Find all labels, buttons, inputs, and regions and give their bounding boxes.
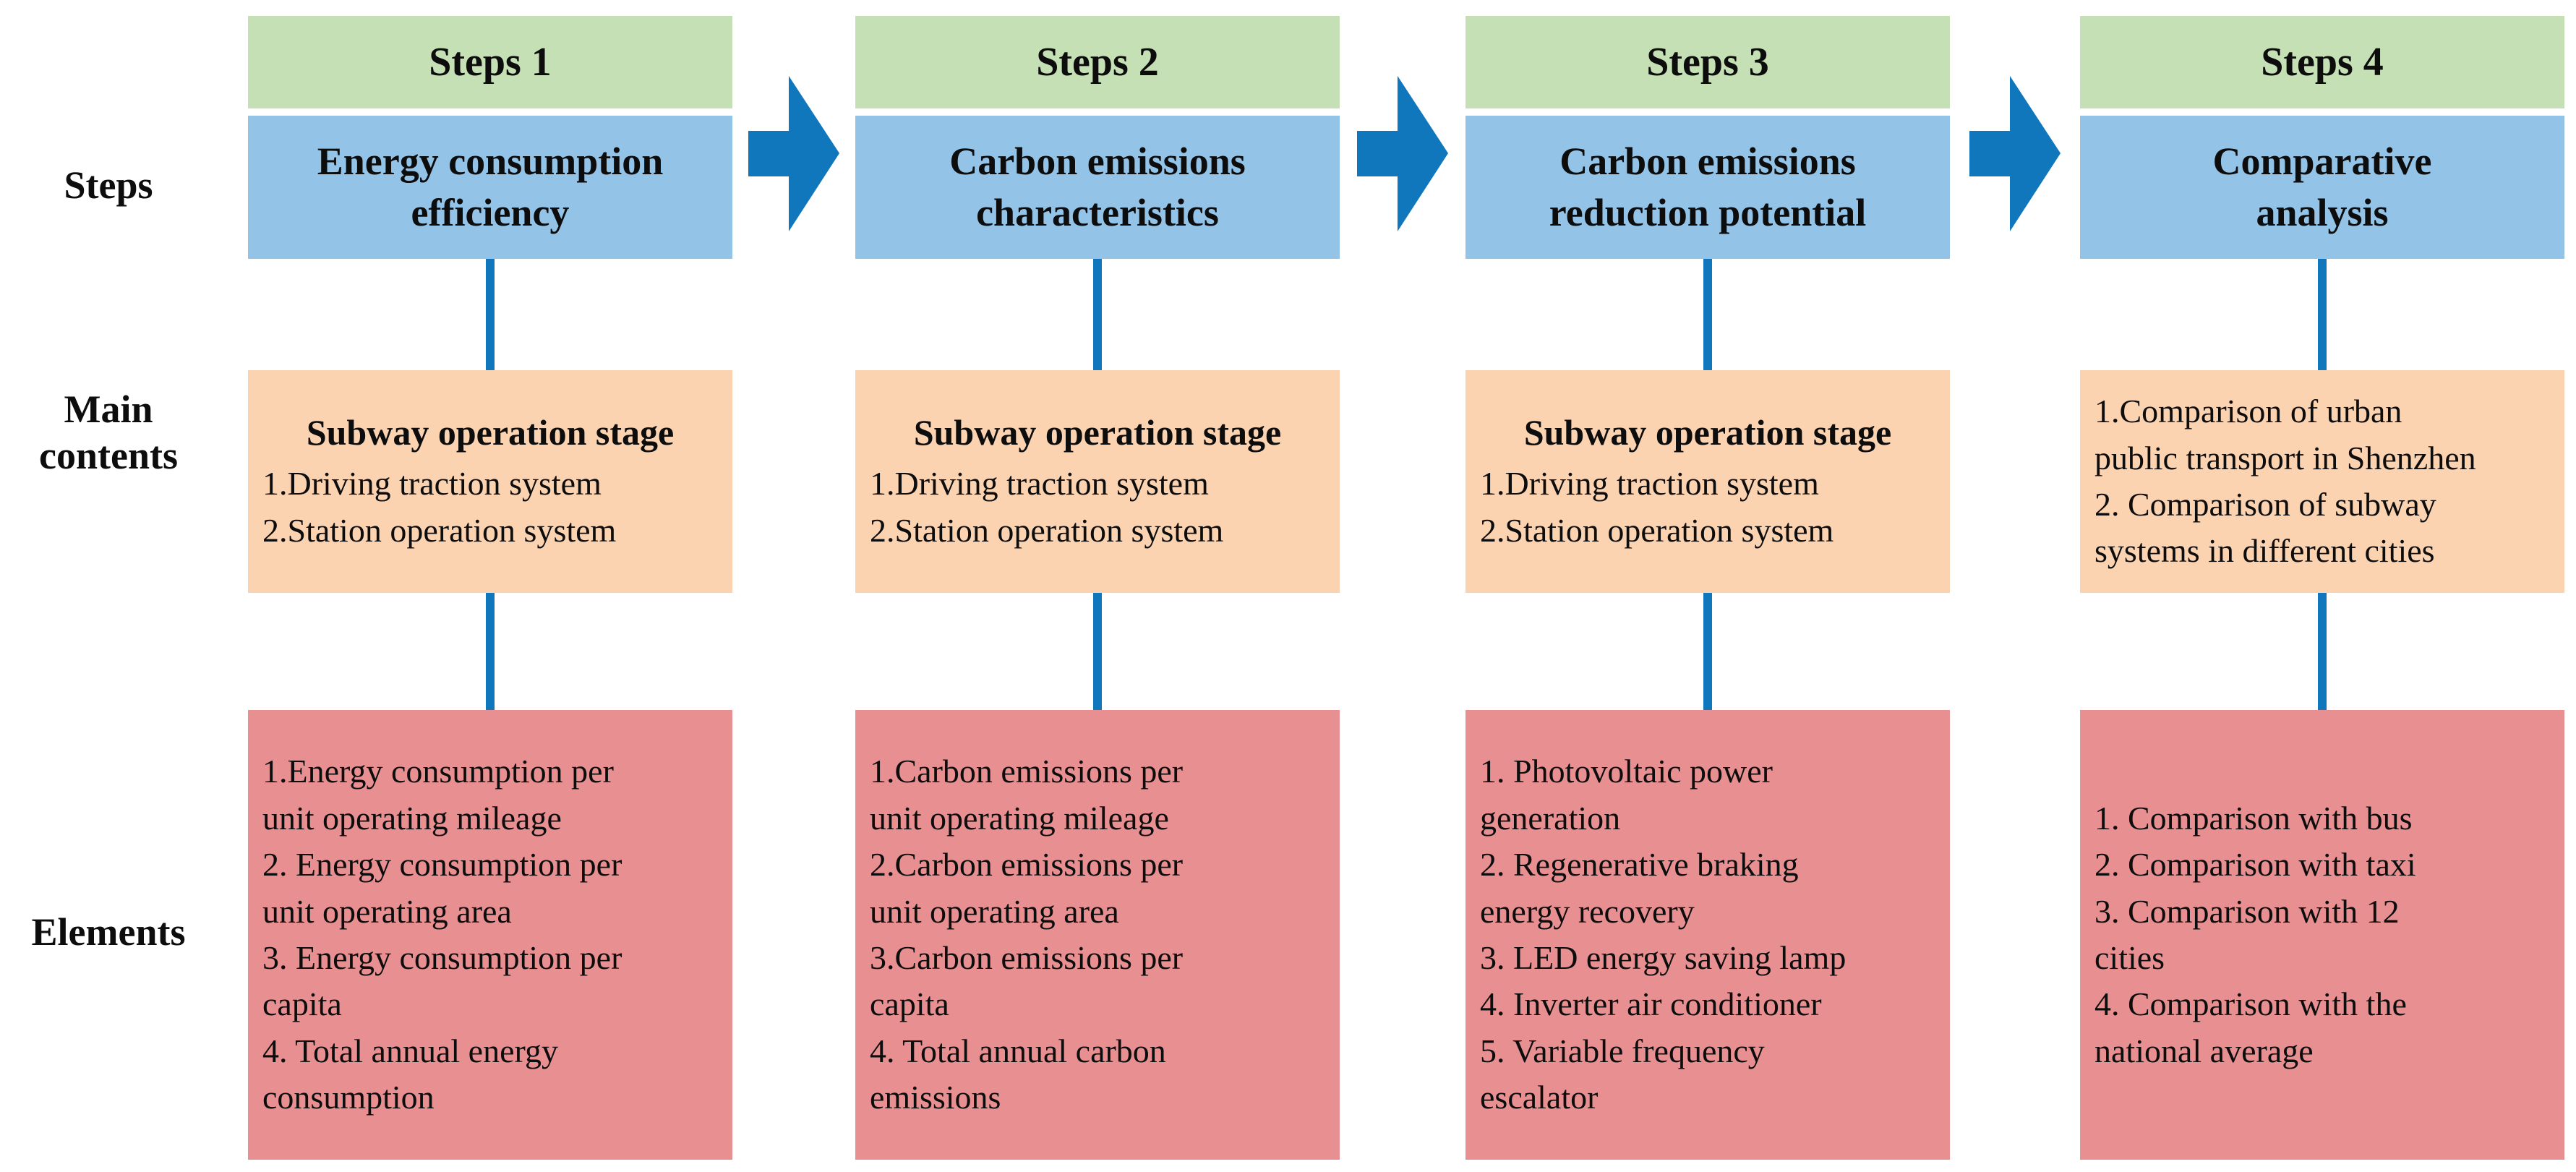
connector-line	[1093, 259, 1102, 370]
connector-line	[2318, 593, 2327, 710]
step-header-2: Steps 2	[855, 16, 1340, 108]
main-contents-item: 2.Station operation system	[262, 511, 617, 549]
step-header-3: Steps 3	[1465, 16, 1950, 108]
main-contents-item: 2.Station operation system	[1480, 511, 1834, 549]
row-label-main-contents: Main contents	[39, 388, 178, 477]
elements-item: 2. Comparison with taxi	[2094, 846, 2416, 884]
arrow-right-icon	[1969, 76, 2061, 231]
row-label-steps: Steps	[64, 163, 153, 207]
main-contents-heading-1: Subway operation stage	[306, 412, 675, 453]
main-contents-box-1: Subway operation stage 1.Driving tractio…	[248, 370, 732, 593]
elements-item: 1. Photovoltaic power generation	[1480, 753, 1773, 837]
connector-line	[486, 593, 495, 710]
step-header-1: Steps 1	[248, 16, 732, 108]
elements-item: 2. Energy consumption per unit operating…	[262, 846, 622, 930]
elements-box-3: 1. Photovoltaic power generation 2. Rege…	[1465, 710, 1950, 1160]
arrow-right-icon	[748, 76, 839, 231]
connector-line	[486, 259, 495, 370]
main-contents-item: 2.Station operation system	[870, 511, 1224, 549]
elements-item: 1.Energy consumption per unit operating …	[262, 753, 614, 837]
elements-item: 5. Variable frequency escalator	[1480, 1032, 1765, 1116]
step-title-4: Comparative analysis	[2080, 116, 2564, 259]
elements-item: 4. Total annual carbon emissions	[870, 1032, 1166, 1116]
elements-box-4: 1. Comparison with bus 2. Comparison wit…	[2080, 710, 2564, 1160]
elements-item: 3. Energy consumption per capita	[262, 939, 622, 1023]
elements-item: 3. Comparison with 12 cities	[2094, 892, 2400, 976]
main-contents-box-3: Subway operation stage 1.Driving tractio…	[1465, 370, 1950, 593]
step-title-2: Carbon emissions characteristics	[855, 116, 1340, 259]
step-title-3: Carbon emissions reduction potential	[1465, 116, 1950, 259]
connector-line	[1703, 259, 1712, 370]
elements-item: 2. Regenerative braking energy recovery	[1480, 846, 1799, 930]
elements-item: 4. Comparison with the national average	[2094, 985, 2407, 1069]
elements-item: 1.Carbon emissions per unit operating mi…	[870, 753, 1184, 837]
connector-line	[2318, 259, 2327, 370]
elements-item: 2.Carbon emissions per unit operating ar…	[870, 846, 1184, 930]
main-contents-item: 1.Driving traction system	[1480, 465, 1819, 502]
elements-box-1: 1.Energy consumption per unit operating …	[248, 710, 732, 1160]
main-contents-box-4: 1.Comparison of urban public transport i…	[2080, 370, 2564, 593]
elements-item: 4. Total annual energy consumption	[262, 1032, 558, 1116]
connector-line	[1703, 593, 1712, 710]
elements-item: 4. Inverter air conditioner	[1480, 985, 1822, 1023]
main-contents-item: 2. Comparison of subway systems in diffe…	[2094, 486, 2436, 570]
row-label-elements: Elements	[31, 910, 186, 954]
step-header-4: Steps 4	[2080, 16, 2564, 108]
main-contents-item: 1.Driving traction system	[262, 465, 602, 502]
elements-box-2: 1.Carbon emissions per unit operating mi…	[855, 710, 1340, 1160]
connector-line	[1093, 593, 1102, 710]
elements-item: 3.Carbon emissions per capita	[870, 939, 1184, 1023]
main-contents-box-2: Subway operation stage 1.Driving tractio…	[855, 370, 1340, 593]
main-contents-item: 1.Comparison of urban public transport i…	[2094, 393, 2476, 476]
main-contents-heading-3: Subway operation stage	[1523, 412, 1892, 453]
arrow-right-icon	[1357, 76, 1448, 231]
elements-item: 3. LED energy saving lamp	[1480, 939, 1847, 976]
elements-item: 1. Comparison with bus	[2094, 799, 2413, 837]
main-contents-heading-2: Subway operation stage	[913, 412, 1282, 453]
main-contents-item: 1.Driving traction system	[870, 465, 1209, 502]
step-title-1: Energy consumption efficiency	[248, 116, 732, 259]
